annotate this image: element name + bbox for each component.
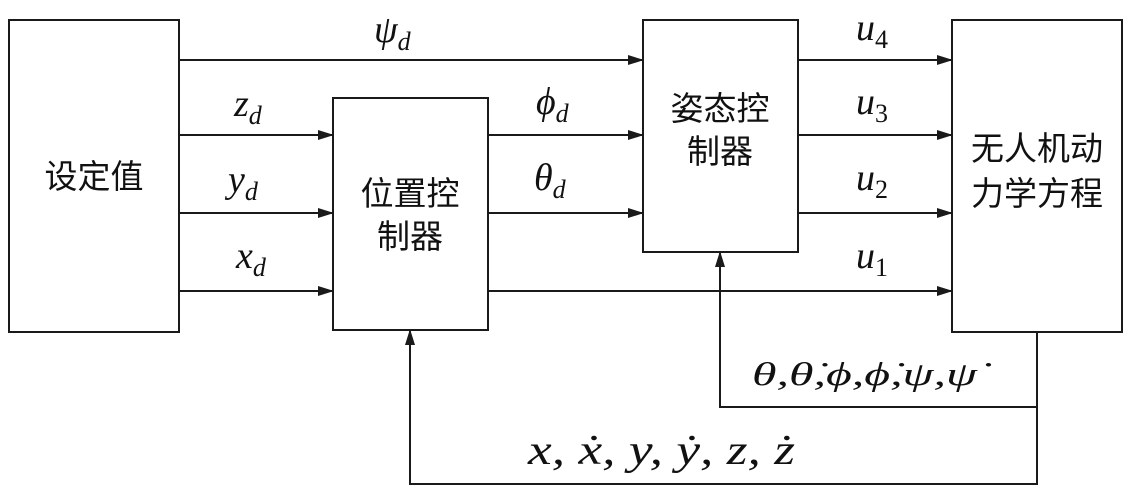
attitude-controller-label-line1: 姿态控 — [671, 89, 770, 128]
setpoint-label: 设定值 — [45, 157, 144, 196]
attitude-controller-block — [642, 19, 799, 253]
theta-d-label: θd — [534, 157, 567, 204]
u3-label: u3 — [856, 81, 888, 128]
dynamics-label-line1: 无人机动 — [971, 129, 1103, 168]
u1-label: u1 — [856, 235, 888, 282]
u2-label: u2 — [856, 157, 888, 204]
attitude-states-label: θ,θ̇,ϕ,ϕ̇,ψ,ψ̇ — [752, 357, 992, 393]
psi-d-label: ψd — [374, 9, 412, 56]
setpoint-block — [8, 19, 180, 333]
position-controller-label-line2: 制器 — [377, 217, 443, 256]
phi-d-label: ϕd — [536, 81, 570, 128]
position-controller-label-line1: 位置控 — [361, 174, 460, 213]
position-feedback-loop — [405, 329, 1038, 485]
u4-label: u4 — [856, 7, 888, 54]
dynamics-block — [951, 19, 1123, 333]
dynamics-label-line2: 力学方程 — [971, 174, 1103, 213]
y-d-label: yd — [224, 159, 259, 206]
attitude-controller-label-line2: 制器 — [687, 132, 753, 171]
x-d-label: xd — [235, 235, 267, 282]
z-d-label: zd — [233, 83, 263, 130]
position-controller-block — [332, 97, 489, 331]
position-states-label: x, ẋ, y, ẏ, z, ż — [527, 428, 795, 474]
